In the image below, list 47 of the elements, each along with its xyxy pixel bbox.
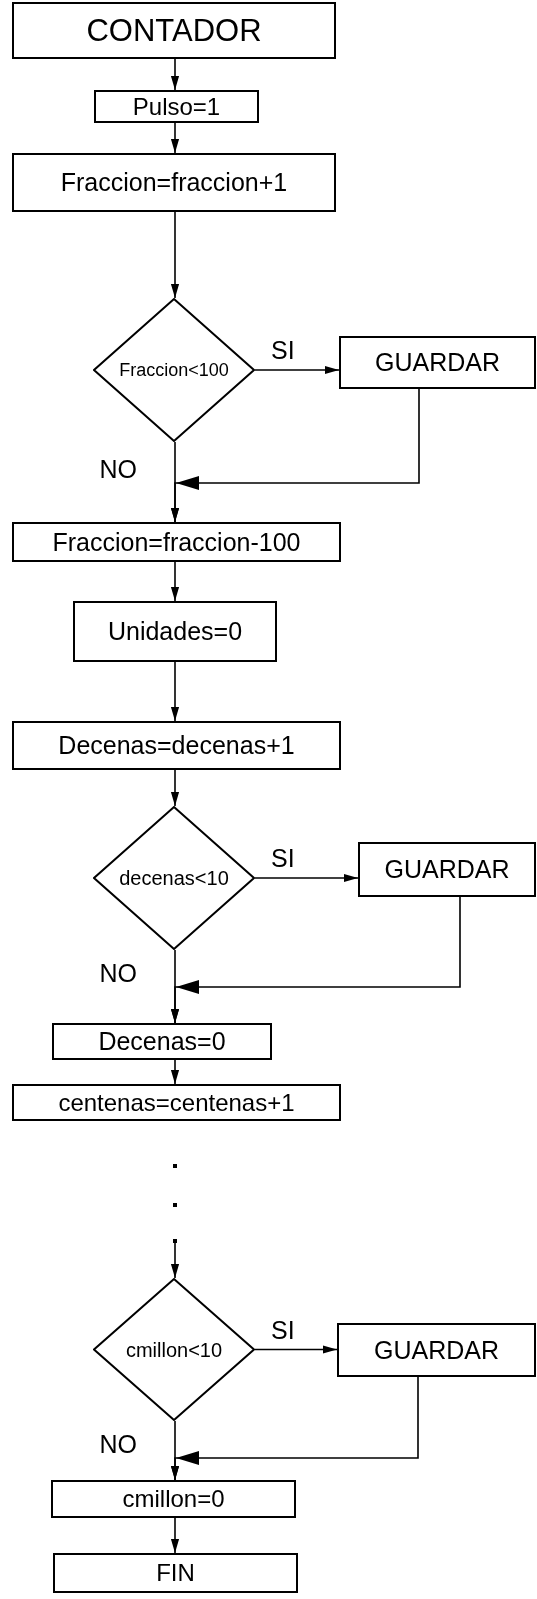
node-text: FIN <box>156 1561 195 1585</box>
arrow <box>170 211 180 299</box>
node-text: Unidades=0 <box>107 619 243 644</box>
node-text: Pulso=1 <box>132 94 221 119</box>
process-box <box>94 90 259 123</box>
process-box <box>12 2 336 59</box>
process-box <box>52 1023 272 1060</box>
process-box <box>73 601 277 662</box>
process-box <box>12 522 341 562</box>
arrow <box>170 1517 180 1554</box>
arrow <box>170 1420 180 1481</box>
node-text: Fraccion=fraccion-100 <box>52 529 301 555</box>
decision-diamond <box>93 806 255 950</box>
node-text: GUARDAR <box>384 857 510 882</box>
node-text: GUARDAR <box>374 1337 499 1363</box>
arrow <box>170 661 180 722</box>
node-text: GUARDAR <box>375 350 500 375</box>
node-text: Fraccion<100 <box>119 361 229 379</box>
node-text: Decenas=decenas+1 <box>58 733 295 758</box>
process-box <box>337 1323 536 1377</box>
node-text: decenas<10 <box>119 868 229 888</box>
arrow <box>170 58 180 91</box>
process-box <box>339 336 536 389</box>
process-box <box>12 153 336 212</box>
arrow <box>170 561 180 602</box>
decision-diamond <box>93 1278 255 1421</box>
process-box <box>358 842 536 897</box>
process-box <box>12 1084 341 1121</box>
process-box <box>53 1553 298 1593</box>
arrow <box>170 1059 180 1085</box>
decision-diamond <box>93 298 255 442</box>
arrow <box>170 1240 180 1279</box>
node-text: cmillon=0 <box>122 1487 225 1511</box>
arrow <box>170 769 180 807</box>
node-text: CONTADOR <box>86 15 262 46</box>
node-text: Decenas=0 <box>98 1029 226 1054</box>
process-box <box>51 1480 296 1518</box>
arrow <box>254 1345 338 1354</box>
node-text: cmillon<10 <box>125 1339 223 1360</box>
arrow <box>170 122 180 154</box>
arrow <box>170 441 180 523</box>
arrow <box>254 873 359 883</box>
node-text: centenas=centenas+1 <box>58 1090 295 1115</box>
node-text: Fraccion=fraccion+1 <box>60 170 288 195</box>
arrow <box>170 949 180 1024</box>
arrow <box>254 365 340 375</box>
process-box <box>12 721 341 770</box>
